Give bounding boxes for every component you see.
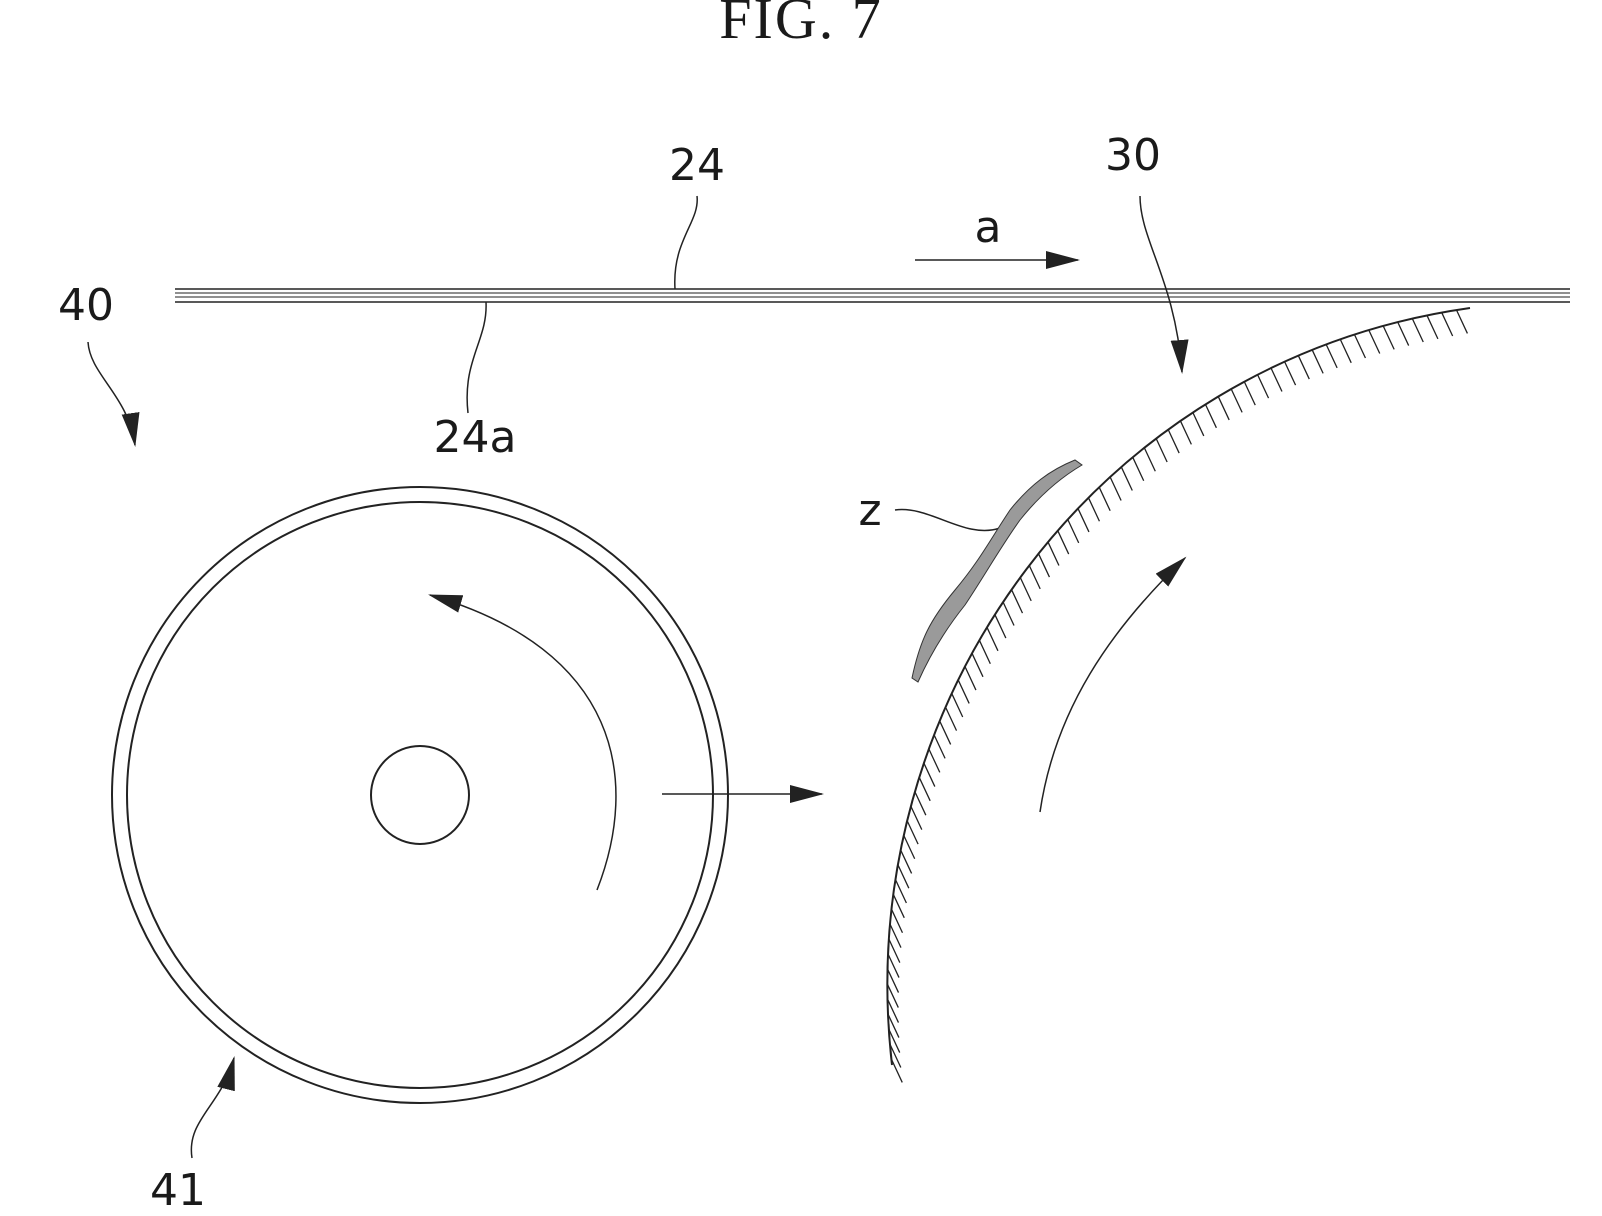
hatch-line bbox=[901, 850, 912, 873]
hatch-line bbox=[1326, 345, 1337, 368]
belt-24 bbox=[175, 289, 1570, 302]
hatch-line bbox=[904, 835, 915, 858]
hatch-line bbox=[1193, 413, 1204, 436]
hatch-line bbox=[934, 735, 945, 758]
hatch-line bbox=[995, 615, 1006, 638]
hatch-line bbox=[952, 694, 963, 717]
roller-rotation-arrow bbox=[430, 595, 616, 890]
hatch-line bbox=[892, 909, 903, 932]
leader-line-z bbox=[895, 510, 1000, 531]
hatch-line bbox=[1442, 313, 1453, 336]
hatch-line bbox=[915, 792, 926, 815]
hatch-line bbox=[1068, 519, 1079, 542]
label-24a: 24a bbox=[434, 412, 517, 463]
hatch-line bbox=[929, 749, 940, 772]
leader-arrow-41 bbox=[191, 1058, 234, 1158]
label-z: z bbox=[858, 485, 881, 536]
hatch-line bbox=[911, 806, 922, 829]
hatch-line bbox=[924, 763, 935, 786]
hatch-line bbox=[1039, 554, 1050, 577]
hatch-line bbox=[1456, 310, 1467, 333]
hatch-line bbox=[987, 627, 998, 650]
hatch-line bbox=[1244, 382, 1255, 405]
roller-shaft bbox=[371, 746, 469, 844]
hatch-line bbox=[1340, 339, 1351, 362]
hatch-line bbox=[1121, 467, 1132, 490]
leader-arrow-40 bbox=[88, 342, 135, 445]
hatch-line bbox=[965, 667, 976, 690]
hatch-line bbox=[1110, 477, 1121, 500]
hatch-line bbox=[1205, 404, 1216, 427]
hatch-line bbox=[1312, 350, 1323, 373]
hatch-line bbox=[1133, 457, 1144, 480]
hatch-line bbox=[1218, 397, 1229, 420]
figure-title: FIG. 7 bbox=[719, 0, 882, 51]
label-41: 41 bbox=[150, 1165, 206, 1216]
hatch-line bbox=[891, 1059, 902, 1082]
hatch-line bbox=[1258, 375, 1269, 398]
roller-41 bbox=[112, 487, 728, 1103]
hatch-line bbox=[1383, 326, 1394, 349]
hatch-line bbox=[1398, 322, 1409, 345]
hatch-line bbox=[1412, 319, 1423, 342]
hatch-line bbox=[893, 894, 904, 917]
label-40: 40 bbox=[58, 280, 114, 331]
drum-30-hatching bbox=[887, 310, 1467, 1082]
hatch-line bbox=[1078, 509, 1089, 532]
hatch-line bbox=[1168, 430, 1179, 453]
hatch-line bbox=[1099, 487, 1110, 510]
hatch-line bbox=[1156, 439, 1167, 462]
hatch-line bbox=[1144, 448, 1155, 471]
label-24: 24 bbox=[669, 140, 725, 191]
hatch-line bbox=[1180, 421, 1191, 444]
hatch-line bbox=[1020, 577, 1031, 600]
hatch-line bbox=[1298, 356, 1309, 379]
hatch-line bbox=[895, 880, 906, 903]
label-a: a bbox=[975, 202, 1002, 253]
hatch-line bbox=[1427, 315, 1438, 338]
hatch-line bbox=[1271, 368, 1282, 391]
leader-arrow-30 bbox=[1140, 196, 1182, 372]
hatch-line bbox=[1048, 542, 1059, 565]
hatch-line bbox=[946, 707, 957, 730]
hatch-line bbox=[1012, 590, 1023, 613]
hatch-line bbox=[1285, 362, 1296, 385]
hatch-line bbox=[972, 653, 983, 676]
hatch-line bbox=[940, 721, 951, 744]
label-30: 30 bbox=[1105, 130, 1161, 181]
hatch-line bbox=[958, 680, 969, 703]
leader-line-24 bbox=[675, 196, 697, 289]
hatch-line bbox=[1231, 389, 1242, 412]
drum-rotation-arrow bbox=[1040, 558, 1185, 812]
hatch-line bbox=[1029, 565, 1040, 588]
hatch-line bbox=[1355, 335, 1366, 358]
hatch-line bbox=[979, 640, 990, 663]
hatch-line bbox=[1058, 531, 1069, 554]
hatch-line bbox=[907, 821, 918, 844]
hatch-line bbox=[919, 777, 930, 800]
hatch-line bbox=[1003, 602, 1014, 625]
leader-line-24a bbox=[467, 302, 486, 413]
hatch-line bbox=[898, 865, 909, 888]
hatch-line bbox=[1089, 498, 1100, 521]
hatch-line bbox=[1369, 330, 1380, 353]
